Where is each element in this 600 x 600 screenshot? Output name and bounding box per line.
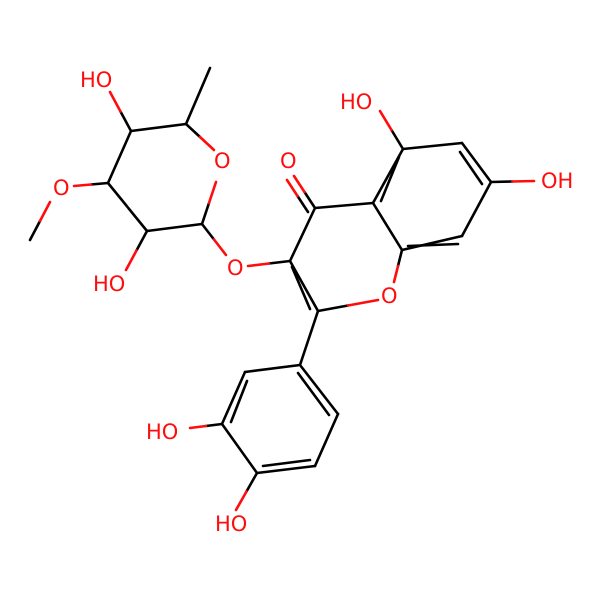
bond-p6-p1 xyxy=(298,363,340,416)
atom-label-o-ring-chromone: O xyxy=(381,284,398,308)
bond-s1-oring-o xyxy=(207,180,218,205)
atom-label-o-glycosidic: O xyxy=(227,256,244,280)
bond-p4-p5 xyxy=(255,464,317,475)
bond-p5-p6 xyxy=(313,412,340,468)
bonds-layer xyxy=(28,66,536,512)
atom-label-oh-c5: HO xyxy=(340,90,372,114)
bond-s2-oh-c xyxy=(135,229,149,252)
bond-p6-p1-double xyxy=(296,371,331,417)
bond-s1-oring-c xyxy=(200,201,211,226)
atom-label-o-carbonyl: O xyxy=(280,149,297,173)
bond-c8a-o1-o xyxy=(392,264,400,284)
bond-p3-p4 xyxy=(220,422,259,475)
atom-label-o-methoxy: O xyxy=(53,176,70,200)
bond-c3-oglyc-c xyxy=(267,259,292,265)
bond-c8a-o1-c xyxy=(396,248,404,268)
bond-p2-p3-double xyxy=(229,379,249,424)
bond-c7-oh-o xyxy=(511,179,536,183)
bond-s2-s3 xyxy=(106,181,149,233)
bond-c4a-c8a xyxy=(371,201,404,252)
bond-ome-ch3-o xyxy=(38,200,52,223)
bond-s4-s5 xyxy=(129,122,188,133)
atom-label-oh-para: HO xyxy=(215,512,247,536)
bond-c4-o-a-o xyxy=(292,174,306,194)
bond-c7-c8 xyxy=(460,180,493,238)
bond-p4-oh-c xyxy=(245,471,259,493)
bond-p3-oh-o xyxy=(188,424,208,430)
bond-c7-oh-c xyxy=(489,180,514,184)
bond-c3-c4 xyxy=(288,206,317,263)
bond-c4a-c5-double xyxy=(379,155,401,203)
bond-c4-c4a xyxy=(313,201,375,210)
bond-c2-c3-double xyxy=(290,265,312,311)
bond-s4-oh-c xyxy=(119,110,133,133)
bond-p4-oh-o xyxy=(234,490,248,512)
bond-s2-oh-o xyxy=(124,249,138,272)
bond-c5-oh-o xyxy=(378,109,393,132)
bond-c5-oh-c xyxy=(390,128,405,151)
atom-label-oh-c7: OH xyxy=(541,169,573,193)
bond-p1-p2 xyxy=(243,363,302,374)
bond-s1-oglyc-o xyxy=(212,238,228,257)
atom-label-oh-sugar-bottom: HO xyxy=(93,272,125,296)
bond-s3-ome-c xyxy=(89,181,110,186)
bond-s1-oglyc-c xyxy=(200,222,216,241)
bond-c2-o1-c xyxy=(316,304,350,313)
bond-s5-oring-o xyxy=(198,135,216,152)
bond-s4-oh-o xyxy=(108,90,122,113)
bond-c8-c8a-double xyxy=(406,242,460,248)
bond-c4-o-b-o xyxy=(285,178,299,198)
bond-c5-c6 xyxy=(401,141,464,151)
bond-c4-o-b-c xyxy=(296,194,310,214)
atom-label-oh-sugar-top: HO xyxy=(80,68,112,92)
bond-c6-c7 xyxy=(460,141,493,184)
bond-p2-p3 xyxy=(220,370,247,426)
atom-label-o-ring-sugar: O xyxy=(214,149,231,173)
bond-s1-s2 xyxy=(145,222,204,233)
bond-c6-c7-double xyxy=(458,150,484,186)
bond-c3-oglyc-o xyxy=(246,262,271,268)
bond-c4-o-a-c xyxy=(303,190,317,210)
bond-methyl xyxy=(184,66,212,126)
bond-s3-ome-o xyxy=(72,183,93,188)
bond-c2-o1-o xyxy=(346,298,380,307)
bond-p4-p5-double xyxy=(261,458,312,468)
bond-s5-oring-c xyxy=(184,122,202,139)
bond-s3-s4 xyxy=(106,129,133,185)
bond-c2-c3 xyxy=(288,259,320,313)
atom-labels-layer: HO O O HO O O HO OH O HO HO xyxy=(53,68,573,536)
bond-ome-ch3-c xyxy=(28,219,42,242)
bond-c2-p1 xyxy=(298,309,320,367)
atom-label-oh-meta: HO xyxy=(146,420,178,444)
bond-c8-c8a xyxy=(400,234,464,252)
bond-p3-oh-c xyxy=(204,422,224,428)
